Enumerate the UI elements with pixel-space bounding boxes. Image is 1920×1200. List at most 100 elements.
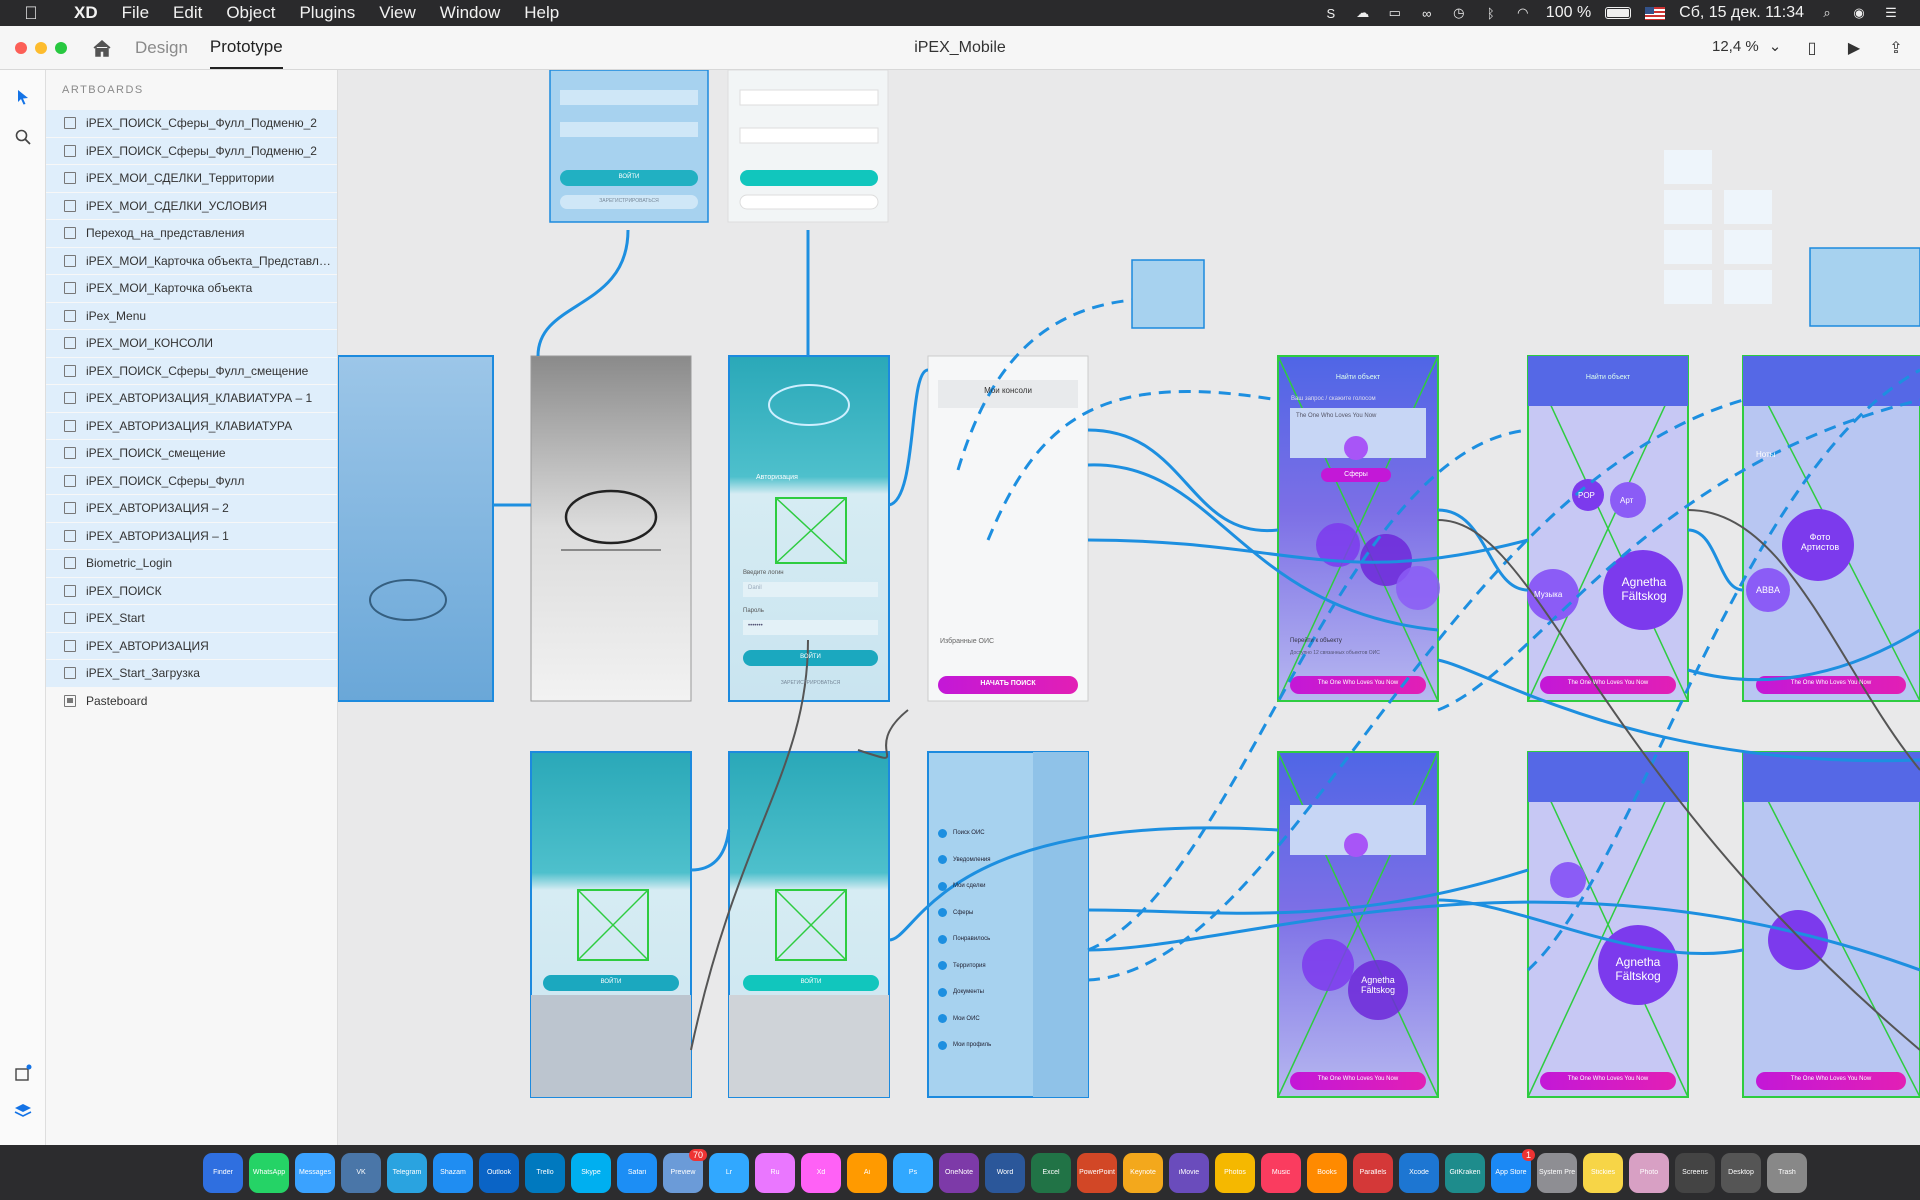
- device-preview-icon[interactable]: ▯: [1807, 40, 1817, 57]
- layer-artboard[interactable]: iPEX_АВТОРИЗАЦИЯ_КЛАВИАТУРА – 1: [46, 385, 337, 413]
- spheres-button[interactable]: Сферы: [1344, 471, 1368, 478]
- artboard-ipex-poisk-sfery-full[interactable]: [1527, 355, 1689, 702]
- layer-artboard[interactable]: iPEX_ПОИСК_смещение: [46, 440, 337, 468]
- display-icon[interactable]: ▭: [1388, 5, 1401, 20]
- menu-file[interactable]: File: [121, 3, 150, 22]
- dock-app-vk-icon[interactable]: VK: [341, 1152, 381, 1193]
- menu-item[interactable]: Документы: [938, 979, 1038, 1006]
- zoom-dropdown[interactable]: 12,4 % ⌄: [1712, 37, 1781, 56]
- login-button[interactable]: ВОЙТИ: [800, 654, 821, 660]
- dock-app-ru-icon[interactable]: Ru: [755, 1152, 795, 1193]
- spotlight-search-icon[interactable]: ⌕: [1823, 5, 1831, 20]
- layer-artboard[interactable]: iPEX_АВТОРИЗАЦИЯ: [46, 632, 337, 660]
- dock-app-photo-icon[interactable]: Photo: [1629, 1152, 1669, 1193]
- login-button-kb-2[interactable]: ВОЙТИ: [800, 979, 822, 985]
- tab-prototype[interactable]: Prototype: [209, 27, 283, 69]
- login-button-kb[interactable]: ВОЙТИ: [600, 979, 622, 985]
- artboard-avtorizatsiya-klaviatura-1[interactable]: [728, 751, 890, 1098]
- artboard-dots-grid[interactable]: [1131, 259, 1205, 329]
- tab-design[interactable]: Design: [135, 37, 188, 57]
- menu-item[interactable]: Понравилось: [938, 926, 1038, 953]
- wifi-icon[interactable]: ◠: [1517, 5, 1529, 20]
- layer-pasteboard[interactable]: Pasteboard: [46, 688, 337, 715]
- find-object-label[interactable]: Найти объект: [1335, 374, 1381, 381]
- dock-app-stickies-icon[interactable]: Stickies: [1583, 1152, 1623, 1193]
- artboard-ipex-avtorizatsiya[interactable]: [728, 355, 890, 702]
- dock-app-xcode-icon[interactable]: Xcode: [1399, 1152, 1439, 1193]
- layer-artboard[interactable]: iPEX_ПОИСК: [46, 577, 337, 605]
- layer-artboard[interactable]: iPEX_Start: [46, 605, 337, 633]
- artboard-login-top-1[interactable]: [549, 70, 709, 223]
- layer-artboard[interactable]: iPEX_МОИ_Карточка объекта_Представления: [46, 247, 337, 275]
- menu-object[interactable]: Object: [226, 3, 276, 22]
- dock-app-word-icon[interactable]: Word: [985, 1152, 1025, 1193]
- dock-app-excel-icon[interactable]: Excel: [1031, 1152, 1071, 1193]
- dock-app-trash-icon[interactable]: Trash: [1767, 1152, 1807, 1193]
- layer-artboard[interactable]: iPEX_ПОИСК_Сферы_Фулл_Подменю_2: [46, 110, 337, 138]
- home-icon[interactable]: [91, 37, 113, 59]
- bubble-abba[interactable]: ABBA: [1756, 585, 1781, 595]
- prototype-canvas[interactable]: Мои консоли Избранные ОИС НАЧАТЬ ПОИСК В…: [338, 70, 1920, 1145]
- artboard-small-likes[interactable]: [1809, 247, 1920, 327]
- layer-artboard[interactable]: iPEX_МОИ_СДЕЛКИ_УСЛОВИЯ: [46, 192, 337, 220]
- password-field[interactable]: •••••••: [748, 623, 763, 629]
- dock-app-imovie-icon[interactable]: iMovie: [1169, 1152, 1209, 1193]
- login-button-top[interactable]: ВОЙТИ: [618, 174, 640, 180]
- zoom-window-button[interactable]: [55, 41, 67, 54]
- dock-app-messages-icon[interactable]: Messages: [295, 1152, 335, 1193]
- siri-icon[interactable]: ◉: [1853, 5, 1865, 20]
- creative-cloud-icon[interactable]: ∞: [1422, 5, 1432, 21]
- menu-item[interactable]: Уведомления: [938, 847, 1038, 874]
- layer-artboard[interactable]: iPEX_Start_Загрузка: [46, 660, 337, 688]
- dock-app-whatsapp-icon[interactable]: WhatsApp: [249, 1152, 289, 1193]
- dock-app-telegram-icon[interactable]: Telegram: [387, 1152, 427, 1193]
- dock-app-photos-icon[interactable]: Photos: [1215, 1152, 1255, 1193]
- artboard-ipex-poisk-sfery-full-podmenu[interactable]: [1742, 355, 1920, 702]
- dock-app-xd-icon[interactable]: Xd: [801, 1152, 841, 1193]
- dock-app-parallels-icon[interactable]: Parallels: [1353, 1152, 1393, 1193]
- register-button-top[interactable]: ЗАРЕГИСТРИРОВАТЬСЯ: [599, 198, 659, 204]
- dock-app-gitkraken-icon[interactable]: GitKraken: [1445, 1152, 1485, 1193]
- layer-artboard[interactable]: iPEX_ПОИСК_Сферы_Фулл: [46, 467, 337, 495]
- menu-view[interactable]: View: [379, 3, 416, 22]
- layer-artboard[interactable]: iPEX_МОИ_КОНСОЛИ: [46, 330, 337, 358]
- bubble-art[interactable]: Арт: [1620, 496, 1634, 505]
- bubble-music[interactable]: Музыка: [1534, 590, 1563, 599]
- dock-app-ps-icon[interactable]: Ps: [893, 1152, 933, 1193]
- dock-app-outlook-icon[interactable]: Outlook: [479, 1152, 519, 1193]
- layer-artboard[interactable]: Переход_на_представления: [46, 220, 337, 248]
- bubble-agnetha[interactable]: Agnetha Fältskog: [1621, 575, 1667, 603]
- menu-app-name[interactable]: XD: [74, 3, 98, 22]
- battery-icon[interactable]: [1605, 7, 1632, 19]
- select-tool-icon[interactable]: [12, 86, 34, 108]
- close-window-button[interactable]: [15, 41, 27, 54]
- clock[interactable]: Сб, 15 дек. 11:34: [1679, 4, 1804, 21]
- artboard-ipex-poisk[interactable]: [1277, 355, 1440, 702]
- layer-artboard[interactable]: iPex_Menu: [46, 302, 337, 330]
- menu-help[interactable]: Help: [524, 3, 560, 22]
- menu-item[interactable]: Сферы: [938, 900, 1038, 927]
- dock-app-finder-icon[interactable]: Finder: [203, 1152, 243, 1193]
- bottom-object-button[interactable]: The One Who Loves You Now: [1317, 680, 1399, 686]
- menu-window[interactable]: Window: [439, 3, 501, 22]
- dock-app-ai-icon[interactable]: Ai: [847, 1152, 887, 1193]
- apple-menu-icon[interactable]: : [0, 3, 62, 24]
- artboard-small-settings[interactable]: [1664, 150, 1772, 304]
- menu-item[interactable]: Территория: [938, 953, 1038, 980]
- share-icon[interactable]: ⇪: [1889, 40, 1903, 57]
- dock-app-screens-icon[interactable]: Screens: [1675, 1152, 1715, 1193]
- login-field[interactable]: Danil: [748, 585, 762, 591]
- bottom-object-button-6[interactable]: The One Who Loves You Now: [1790, 1076, 1872, 1082]
- bubble-pop[interactable]: POP: [1578, 491, 1595, 500]
- play-preview-icon[interactable]: ▶: [1847, 40, 1861, 57]
- bottom-object-button-3[interactable]: The One Who Loves You Now: [1790, 680, 1872, 686]
- dock-app-trello-icon[interactable]: Trello: [525, 1152, 565, 1193]
- artboard-ipex-start[interactable]: [530, 355, 692, 702]
- assets-icon[interactable]: [12, 1062, 34, 1084]
- time-machine-icon[interactable]: ◷: [1453, 5, 1465, 20]
- artboard-avtorizatsiya-klaviatura[interactable]: [530, 751, 692, 1098]
- dock-app-keynote-icon[interactable]: Keynote: [1123, 1152, 1163, 1193]
- menu-item[interactable]: Мои сделки: [938, 873, 1038, 900]
- artboard-login-top-2[interactable]: [727, 70, 889, 223]
